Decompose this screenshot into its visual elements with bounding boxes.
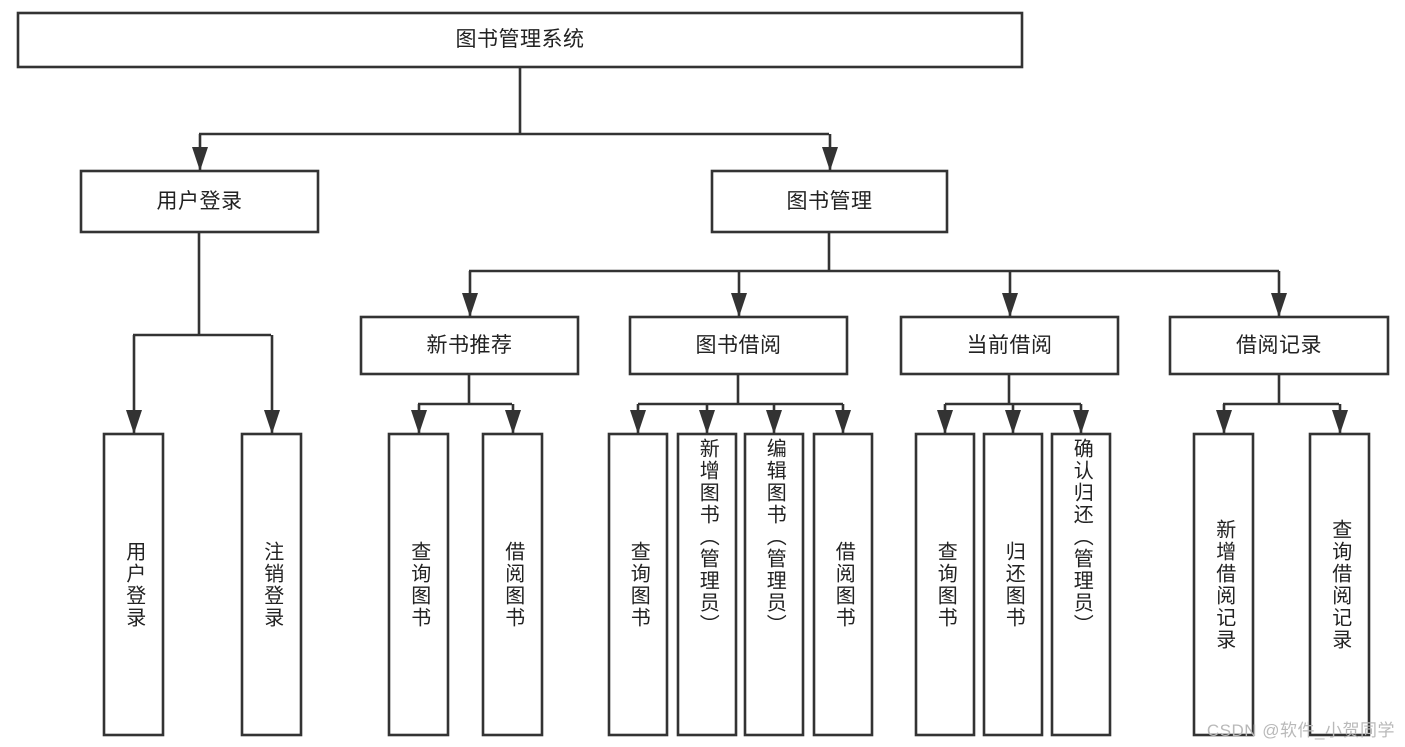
arrowhead-icon-newbook bbox=[462, 293, 478, 317]
node-box-leaf-newbook-query[interactable] bbox=[387, 432, 450, 737]
node-box-leaf-borrow-query[interactable] bbox=[607, 432, 669, 737]
node-box-leaf-borrow-edit[interactable] bbox=[743, 432, 805, 737]
arrowhead-icon-records bbox=[1271, 293, 1287, 317]
node-box-leaf-current-return[interactable] bbox=[982, 432, 1044, 737]
connectors-layer bbox=[126, 67, 1348, 434]
node-box-newbook[interactable] bbox=[359, 315, 580, 376]
arrowhead-icon-leaf-borrow-add bbox=[699, 410, 715, 434]
arrowhead-icon-leaf-borrow-query bbox=[630, 410, 646, 434]
arrowhead-icon-leaf-current-return bbox=[1005, 410, 1021, 434]
node-box-current[interactable] bbox=[899, 315, 1120, 376]
node-box-leaf-current-confirm[interactable] bbox=[1050, 432, 1112, 737]
node-box-leaf-borrow-lend[interactable] bbox=[812, 432, 874, 737]
arrowhead-icon-bookmgmt bbox=[822, 147, 838, 171]
arrowhead-icon-leaf-records-add bbox=[1216, 410, 1232, 434]
arrowhead-icon-leaf-newbook-query bbox=[411, 410, 427, 434]
node-box-leaf-borrow-add[interactable] bbox=[676, 432, 738, 737]
node-box-leaf-current-query[interactable] bbox=[914, 432, 976, 737]
node-boxes-layer bbox=[16, 11, 1390, 737]
arrowhead-icon-leaf-current-query bbox=[937, 410, 953, 434]
arrowhead-icon-leaf-current-confirm bbox=[1073, 410, 1089, 434]
arrowhead-icon-leaf-borrow-lend bbox=[835, 410, 851, 434]
node-box-leaf-user-login[interactable] bbox=[102, 432, 165, 737]
arrowhead-icon-leaf-records-query bbox=[1332, 410, 1348, 434]
arrowhead-icon-current bbox=[1002, 293, 1018, 317]
arrowhead-icon-leaf-newbook-borrow bbox=[505, 410, 521, 434]
node-box-leaf-newbook-borrow[interactable] bbox=[481, 432, 544, 737]
node-box-records[interactable] bbox=[1168, 315, 1390, 376]
arrowhead-icon-login bbox=[192, 147, 208, 171]
node-box-borrow[interactable] bbox=[628, 315, 849, 376]
node-box-root[interactable] bbox=[16, 11, 1024, 69]
node-box-login[interactable] bbox=[79, 169, 320, 234]
node-box-leaf-records-query[interactable] bbox=[1308, 432, 1371, 737]
arrowhead-icon-leaf-user-logout bbox=[264, 410, 280, 434]
node-box-leaf-records-add[interactable] bbox=[1192, 432, 1255, 737]
arrowhead-icon-leaf-user-login bbox=[126, 410, 142, 434]
csdn-watermark: CSDN @软件_小贺同学 bbox=[1206, 721, 1395, 740]
node-box-leaf-user-logout[interactable] bbox=[240, 432, 303, 737]
arrowhead-icon-borrow bbox=[731, 293, 747, 317]
node-box-bookmgmt[interactable] bbox=[710, 169, 949, 234]
arrowhead-icon-leaf-borrow-edit bbox=[766, 410, 782, 434]
